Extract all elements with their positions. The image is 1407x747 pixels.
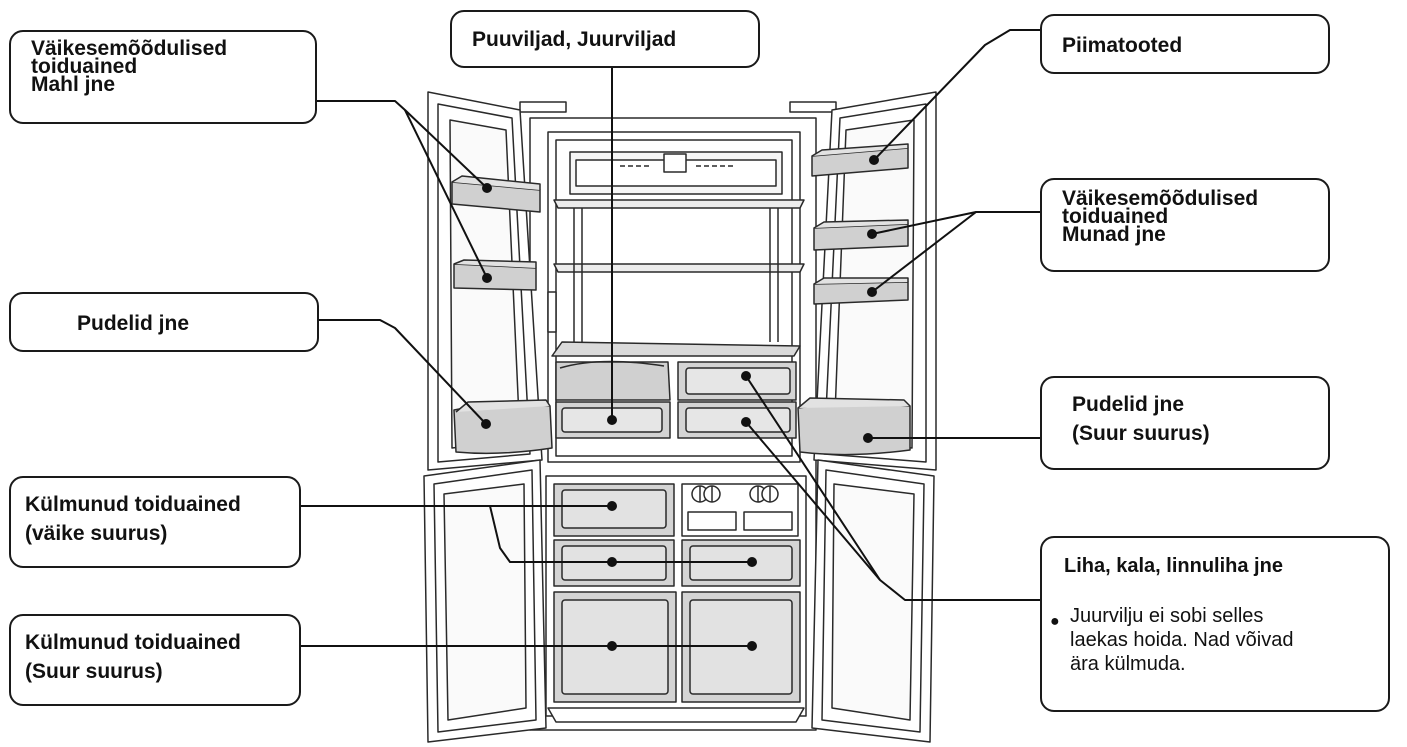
note-line: Juurvilju ei sobi selles <box>1070 605 1264 627</box>
callout-line: Mahl jne <box>31 73 116 96</box>
middle-shelf <box>553 263 805 273</box>
callout-small-foods-eggs: Väikesemõõdulised toiduained Munad jne <box>1040 178 1330 272</box>
right-hinge-cap <box>789 101 837 113</box>
callout-line: toiduained <box>31 55 138 78</box>
callout-line: (Suur suurus) <box>1072 422 1210 445</box>
note-line: laekas hoida. Nad võivad <box>1070 629 1294 651</box>
callout-line: toiduained <box>1062 205 1169 228</box>
callout-fruits-vegetables: Puuviljad, Juurviljad <box>450 10 760 68</box>
callout-frozen-large: Külmunud toiduained (Suur suurus) <box>9 614 301 706</box>
right-door-pocket-upper <box>813 223 909 251</box>
callout-line: Munad jne <box>1062 223 1166 246</box>
callout-line: Piimatooted <box>1062 34 1183 57</box>
left-hinge-cap <box>519 101 567 113</box>
callout-title: Liha, kala, linnuliha jne <box>1064 555 1283 577</box>
callout-line: Külmunud toiduained <box>25 493 241 516</box>
callout-line: Puuviljad, Juurviljad <box>472 28 677 51</box>
callout-meat-note: Juurvilju ei sobi selles laekas hoida. N… <box>1070 604 1370 676</box>
callout-line: Pudelid jne <box>1072 393 1185 416</box>
callout-line: Väikesemõõdulised <box>31 37 228 60</box>
right-door-pocket-top <box>811 147 909 177</box>
callout-line: Külmunud toiduained <box>25 631 241 654</box>
callout-frozen-small: Külmunud toiduained (väike suurus) <box>9 476 301 568</box>
callout-small-foods-juice: Väikesemõõdulised toiduained Mahl jne <box>9 30 317 124</box>
crisper-cover <box>551 341 801 357</box>
left-door-pocket-middle <box>453 263 537 291</box>
callout-line: (Suur suurus) <box>25 660 163 683</box>
right-door-bottle-pocket <box>797 402 911 456</box>
callout-bottles-left: Pudelid jne <box>9 292 319 352</box>
note-line: ära külmuda. <box>1070 653 1186 675</box>
callout-line: (väike suurus) <box>25 522 168 545</box>
callout-bottles-large: Pudelid jne (Suur suurus) <box>1040 376 1330 470</box>
right-door-pocket-lower <box>813 281 909 305</box>
callout-meat-fish: Liha, kala, linnuliha jne <box>1040 536 1390 712</box>
callout-line: Pudelid jne <box>77 312 190 335</box>
callout-line: Väikesemõõdulised <box>1062 187 1259 210</box>
upper-shelf <box>553 199 805 209</box>
callout-dairy: Piimatooted <box>1040 14 1330 74</box>
bullet-dot: ● <box>1050 613 1060 630</box>
